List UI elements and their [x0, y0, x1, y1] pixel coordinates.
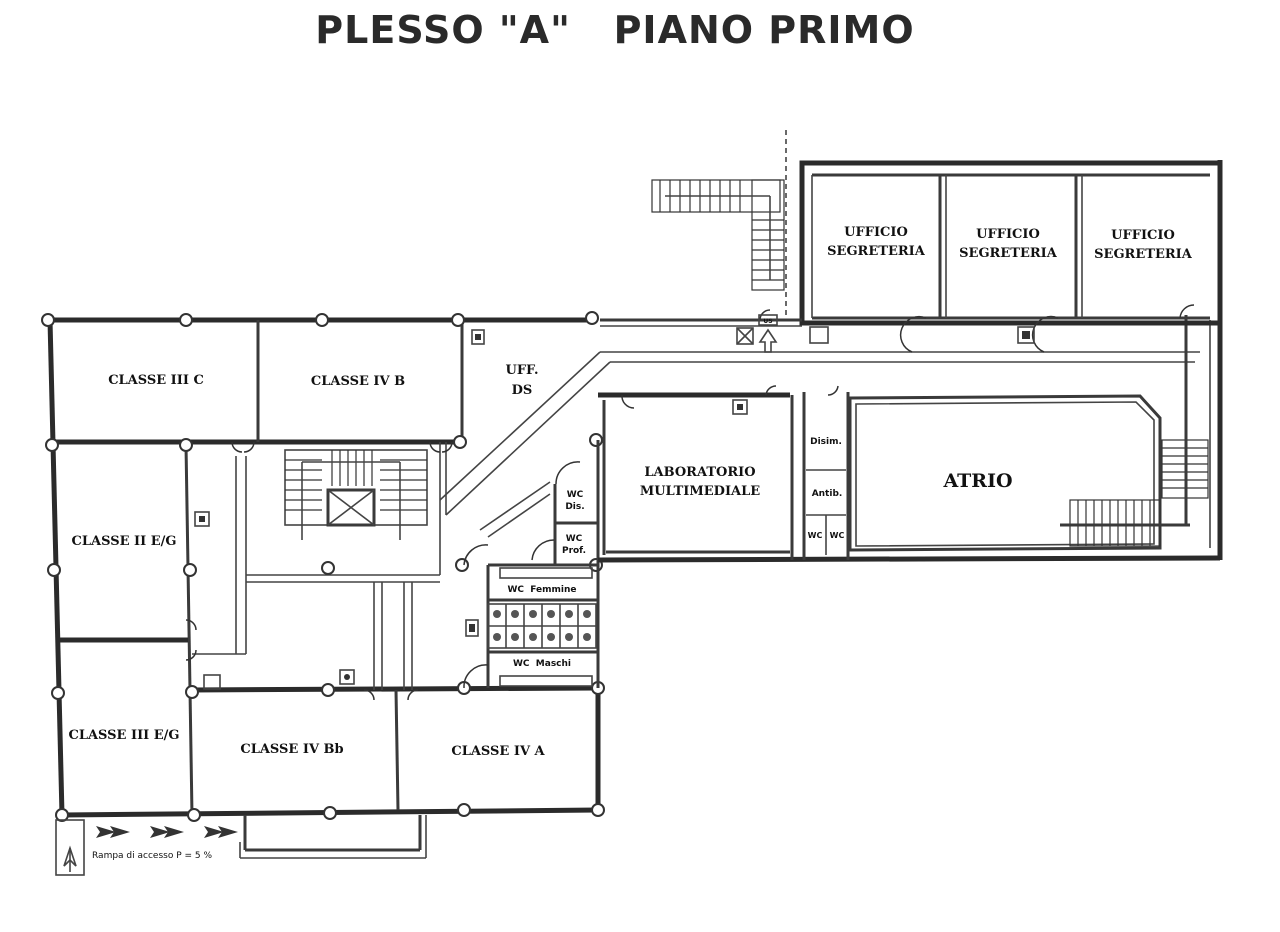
room-disim: Disim.: [810, 437, 842, 447]
plan-title: PLESSO "A" PIANO PRIMO: [315, 8, 915, 52]
lift-tag: US: [763, 318, 772, 325]
room-laboratorio: LABORATORIO: [644, 465, 755, 480]
room-wc-left: WC: [808, 531, 823, 540]
east-wing-walls: [597, 130, 1223, 563]
wc-block: [479, 440, 600, 688]
room-wc-prof-sub: Prof.: [562, 546, 586, 556]
room-ufficio-segreteria-2-sub: SEGRETERIA: [959, 246, 1058, 261]
room-classe-iii-eg: CLASSE III E/G: [68, 728, 179, 743]
west-wing-walls: [47, 317, 1200, 859]
room-antib: Antib.: [812, 489, 843, 499]
room-uff-ds-line1: UFF.: [505, 363, 538, 378]
room-labels: CLASSE III C CLASSE IV B UFF. DS UFFICIO…: [68, 225, 1192, 759]
ramp-label: Rampa di accesso P = 5 %: [92, 851, 212, 861]
room-uff-ds-line2: DS: [512, 383, 533, 398]
room-classe-iv-bb: CLASSE IV Bb: [240, 742, 343, 757]
central-staircase: [284, 449, 428, 540]
room-wc-prof: WC: [566, 534, 583, 544]
ramp-legend: Rampa di accesso P = 5 %: [55, 819, 238, 876]
room-ufficio-segreteria-2: UFFICIO: [976, 227, 1040, 242]
doors: [185, 304, 1195, 701]
room-wc-right: WC: [830, 531, 845, 540]
room-classe-iv-a: CLASSE IV A: [451, 744, 545, 759]
room-ufficio-segreteria-1: UFFICIO: [844, 225, 908, 240]
room-wc-dis: WC: [567, 490, 584, 500]
room-atrio: ATRIO: [942, 470, 1012, 492]
room-ufficio-segreteria-3: UFFICIO: [1111, 228, 1175, 243]
room-wc-dis-sub: Dis.: [565, 502, 584, 512]
room-wc-maschi: WC Maschi: [513, 659, 571, 669]
room-classe-iii-c: CLASSE III C: [108, 373, 204, 388]
room-laboratorio-sub: MULTIMEDIALE: [640, 484, 760, 499]
room-wc-femmine: WC Femmine: [507, 585, 576, 595]
room-classe-ii-eg: CLASSE II E/G: [72, 534, 177, 549]
fixtures: [194, 326, 1035, 690]
room-ufficio-segreteria-1-sub: SEGRETERIA: [827, 244, 926, 259]
room-classe-iv-b: CLASSE IV B: [311, 374, 405, 389]
ramp-arrow-icon: [96, 826, 116, 838]
room-ufficio-segreteria-3-sub: SEGRETERIA: [1094, 247, 1193, 262]
